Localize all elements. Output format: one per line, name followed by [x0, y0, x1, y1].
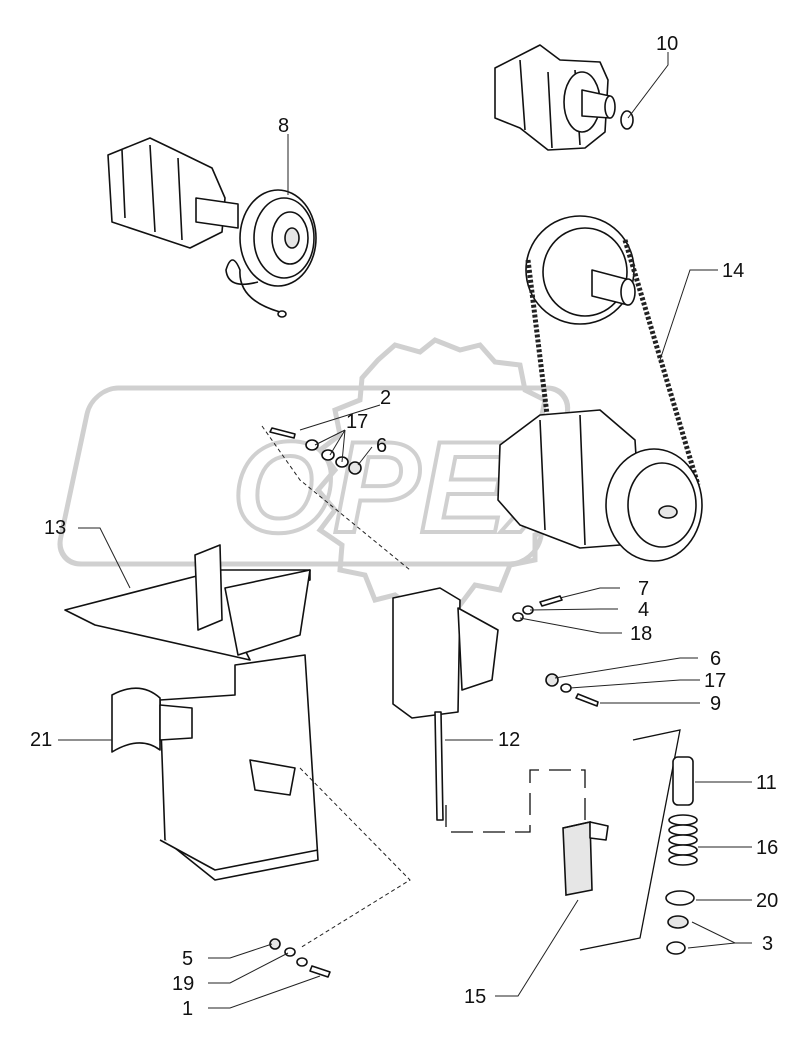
callout-4: 4: [638, 599, 649, 621]
part-9-compressor-clutch: [107, 137, 317, 318]
callout-7: 9: [710, 693, 721, 715]
callout-19: 18: [630, 623, 652, 645]
callout-21: 21: [30, 729, 52, 751]
part-14-main-bracket: [64, 544, 319, 881]
hardware-upper-group: [261, 425, 411, 571]
callout-8: 7: [638, 578, 649, 600]
part-13-mounting-plate: [392, 587, 586, 833]
callout-3: 3: [762, 933, 773, 955]
callout-16: 16: [756, 837, 778, 859]
callout-2: 2: [380, 387, 391, 409]
callout-10: 10: [656, 33, 678, 55]
callout-6-lower: 6: [710, 648, 721, 670]
callout-17-lower: 17: [704, 670, 726, 692]
part-10-compressor: [494, 44, 634, 151]
callout-13: 12: [498, 729, 520, 751]
callout-20: 20: [756, 890, 778, 912]
spring-stack-group: [579, 729, 698, 955]
callout-6-upper: 6: [376, 435, 387, 457]
callout-9: 8: [278, 115, 289, 137]
hardware-right-group: [512, 595, 599, 707]
callout-15: 14: [722, 260, 744, 282]
part-15-belt-drive: [497, 215, 703, 562]
callout-1: 1: [182, 998, 193, 1020]
leader-lines: [58, 52, 752, 1009]
part-16-spring-washers: [668, 814, 698, 866]
callout-18: 19: [172, 973, 194, 995]
callout-11: 11: [756, 772, 777, 794]
hardware-lower-group: [269, 767, 411, 978]
callout-12: 15: [464, 986, 486, 1008]
part-12-l-bracket: [562, 821, 609, 896]
part-21-clamp: [111, 687, 193, 753]
callout-labels: 10 8 14 2 17 6 13 7 4 18 6 17 9 21 12 11…: [30, 33, 778, 1020]
callout-17-upper: 17: [346, 411, 368, 433]
callout-5: 5: [182, 948, 193, 970]
callout-14: 13: [44, 517, 66, 539]
